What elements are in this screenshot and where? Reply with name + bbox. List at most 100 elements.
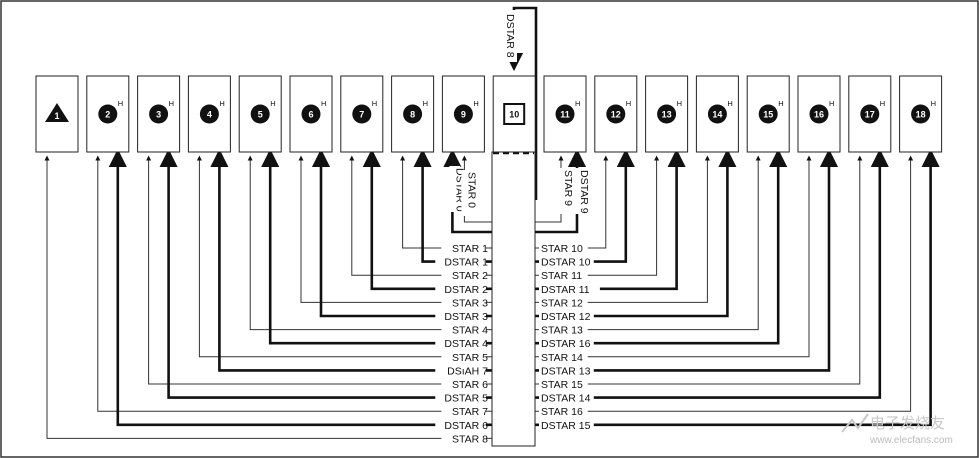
signal-line-left-11 bbox=[146, 155, 492, 385]
label-bg bbox=[539, 268, 588, 281]
signal-label-left-8: DSTAR 4 bbox=[444, 338, 488, 350]
slot-number-14: 14 bbox=[712, 110, 722, 120]
signal-label-dstar9: DSTAR 9 bbox=[578, 170, 590, 214]
slot-number-13: 13 bbox=[662, 110, 672, 120]
label-bg bbox=[539, 295, 588, 308]
signal-label-left-11: STAR 6 bbox=[452, 379, 488, 391]
watermark: 电子发烧友 www.elecfans.com bbox=[841, 413, 953, 446]
slot-circle-4 bbox=[199, 104, 219, 124]
label-bg bbox=[539, 336, 594, 349]
signal-line-right-12 bbox=[535, 148, 889, 399]
watermark-logo-icon bbox=[841, 413, 869, 433]
signal-line-left-1 bbox=[400, 155, 492, 249]
watermark-chinese: 电子发烧友 bbox=[870, 415, 945, 432]
signal-line-right-5 bbox=[535, 155, 710, 303]
signal-label-right-2: DSTAR 10 bbox=[541, 257, 591, 269]
signal-label-left-14: DSTAR 6 bbox=[444, 420, 488, 432]
label-bg bbox=[539, 323, 588, 336]
label-bg bbox=[441, 404, 486, 417]
signal-line-right-11 bbox=[535, 155, 863, 385]
signal-line-right-10 bbox=[535, 148, 839, 372]
slot-box-18 bbox=[899, 75, 943, 153]
label-bg bbox=[435, 309, 486, 322]
slot-suffix-4: H bbox=[219, 99, 224, 108]
hub-column bbox=[491, 151, 536, 447]
signal-label-right-11: STAR 15 bbox=[541, 379, 583, 391]
label-bg bbox=[435, 282, 486, 295]
label-bg bbox=[449, 166, 461, 212]
signal-label-right-3: STAR 11 bbox=[541, 270, 582, 282]
watermark-url: www.elecfans.com bbox=[869, 435, 953, 446]
slot-number-5: 5 bbox=[258, 110, 263, 120]
signal-label-left-9: STAR 5 bbox=[452, 352, 488, 364]
slot-square-10 bbox=[503, 103, 526, 125]
slot-number-6: 6 bbox=[308, 110, 313, 120]
slot-triangle-1 bbox=[45, 103, 69, 122]
signal-label-right-12: DSTAR 14 bbox=[541, 393, 591, 405]
slot-number-2: 2 bbox=[105, 110, 110, 120]
label-bg bbox=[435, 255, 486, 268]
slot-circle-9 bbox=[453, 104, 473, 124]
label-bg bbox=[441, 268, 486, 281]
signal-label-right-13: STAR 16 bbox=[541, 406, 583, 418]
slot-number-4: 4 bbox=[207, 110, 212, 120]
signal-label-right-5: STAR 12 bbox=[541, 297, 583, 309]
slot-suffix-8: H bbox=[423, 99, 428, 108]
slot-number-3: 3 bbox=[156, 110, 161, 120]
slot-suffix-3: H bbox=[169, 99, 174, 108]
signal-line-left-15 bbox=[44, 155, 492, 439]
slot-number-15: 15 bbox=[763, 110, 773, 120]
slot-suffix-14: H bbox=[727, 99, 732, 108]
label-bg bbox=[435, 363, 486, 376]
label-bg bbox=[539, 255, 594, 268]
slot-number-8: 8 bbox=[410, 110, 415, 120]
slot-circle-11 bbox=[555, 104, 575, 124]
signal-label-left-5: STAR 3 bbox=[452, 297, 488, 309]
label-bg bbox=[441, 350, 486, 363]
label-bg bbox=[441, 323, 486, 336]
signal-label-right-4: DSTAR 11 bbox=[541, 284, 590, 296]
signal-label-right-6: DSTAR 12 bbox=[541, 311, 591, 323]
slot-suffix-18: H bbox=[931, 99, 936, 108]
slot-circle-16 bbox=[809, 104, 829, 124]
slot-suffix-7: H bbox=[372, 99, 377, 108]
label-bg bbox=[574, 168, 585, 214]
slot-number-7: 7 bbox=[359, 110, 364, 120]
signal-label-right-14: DSTAR 15 bbox=[541, 420, 591, 432]
label-bg bbox=[435, 391, 486, 404]
slot-circle-12 bbox=[606, 104, 626, 124]
label-bg bbox=[435, 336, 486, 349]
signal-line-right-14 bbox=[535, 148, 940, 427]
label-bg bbox=[539, 377, 588, 390]
signal-label-left-12: DSTAR 5 bbox=[444, 393, 488, 405]
signal-line-left-14 bbox=[108, 148, 492, 427]
slot-number-11: 11 bbox=[560, 110, 570, 120]
signal-label-right-1: STAR 10 bbox=[541, 243, 583, 255]
slot-suffix-12: H bbox=[626, 99, 631, 108]
slot-number-17: 17 bbox=[865, 110, 875, 120]
label-bg bbox=[539, 404, 588, 417]
label-bg bbox=[539, 241, 588, 254]
label-bg bbox=[539, 350, 588, 363]
slot-circle-6 bbox=[301, 104, 321, 124]
slot-number-10: 10 bbox=[509, 110, 519, 120]
slot-circle-18 bbox=[911, 104, 931, 124]
slot-box-2 bbox=[86, 75, 130, 153]
signal-label-right-8: DSTAR 16 bbox=[541, 338, 591, 350]
signal-line-left-5 bbox=[298, 155, 492, 303]
signal-label-left-7: STAR 4 bbox=[452, 325, 488, 337]
slot-suffix-11: H bbox=[575, 99, 580, 108]
slot-circle-2 bbox=[98, 104, 118, 124]
slot-box-12 bbox=[594, 75, 638, 153]
slot-suffix-9: H bbox=[473, 99, 478, 108]
label-bg bbox=[539, 363, 594, 376]
signal-label-right-7: STAR 13 bbox=[541, 325, 583, 337]
signal-label-left-15: STAR 8 bbox=[452, 433, 488, 445]
signal-line-left-6 bbox=[311, 148, 492, 318]
signal-label-left-2: DSTAR 1 bbox=[444, 257, 488, 269]
label-bg bbox=[558, 168, 569, 214]
label-bg bbox=[441, 377, 486, 390]
